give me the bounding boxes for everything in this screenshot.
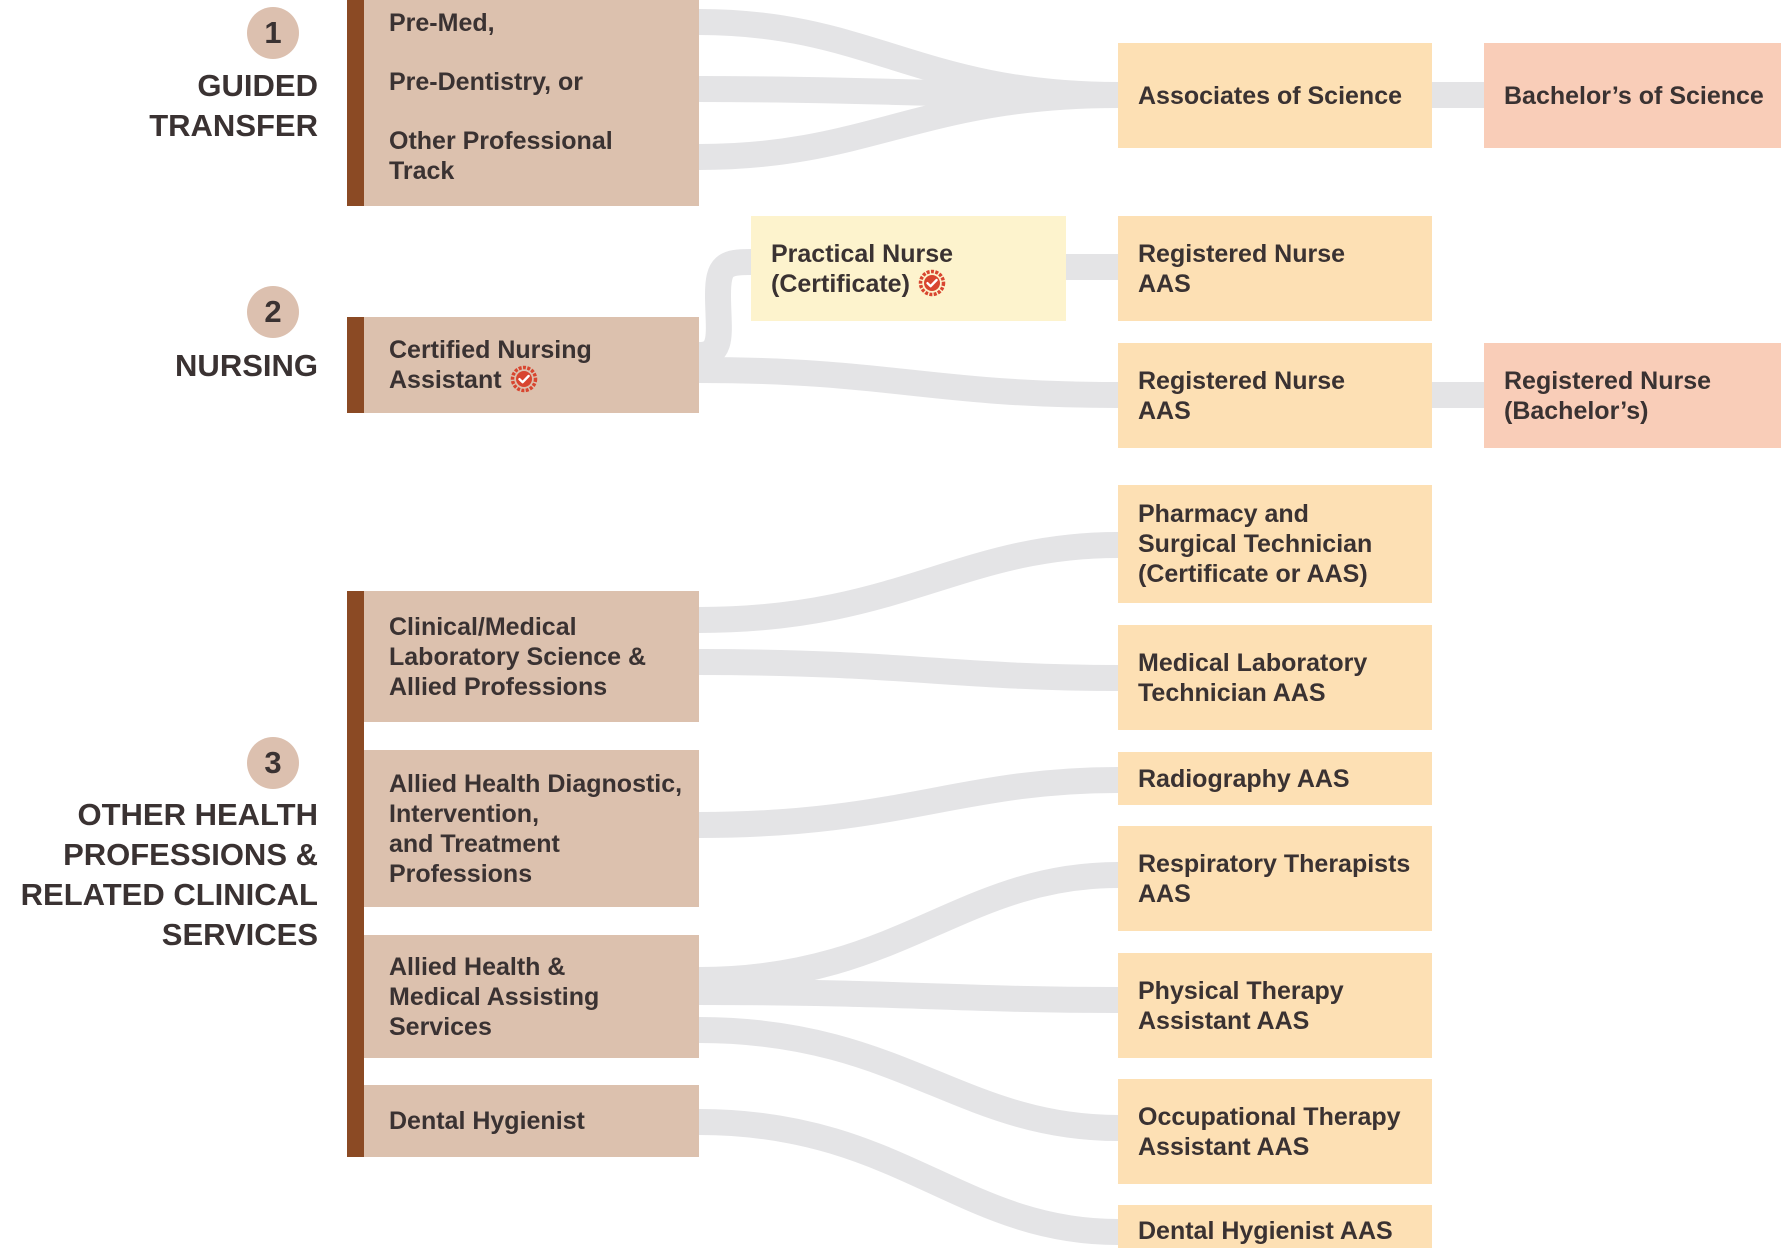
certificate-practical-nurse: Practical Nurse (Certificate) — [751, 216, 1066, 321]
source-dental-hygienist: Dental Hygienist — [364, 1085, 699, 1157]
degree-bachelors-of-science: Bachelor’s of Science — [1484, 43, 1781, 148]
section-2-accent-bar — [347, 317, 364, 413]
flow-lab-to-medlab — [698, 649, 1119, 691]
section-1-accent-bar — [347, 0, 364, 206]
degree-medical-laboratory-technician: Medical Laboratory Technician AAS — [1118, 625, 1432, 730]
degree-pharmacy-surgical-technician: Pharmacy and Surgical Technician (Certif… — [1118, 485, 1432, 603]
flow-lab-to-pharmacy — [698, 532, 1119, 633]
degree-registered-nurse-aas-2: Registered Nurse AAS — [1118, 343, 1432, 448]
degree-dental-hygienist: Dental Hygienist AAS — [1118, 1205, 1432, 1248]
flow-other-to-as — [698, 82, 1119, 170]
section-2-title: NURSING — [175, 348, 318, 383]
flow-assist-to-physical — [698, 979, 1119, 1013]
source-allied-health-diagnostic: Allied Health Diagnostic, Intervention, … — [364, 750, 699, 907]
section-2-number: 2 — [247, 286, 299, 338]
source-certified-nursing-assistant: Certified Nursing Assistant — [364, 317, 699, 413]
section-3-accent-bar — [347, 591, 364, 1157]
degree-associates-of-science: Associates of Science — [1118, 43, 1432, 148]
flow-dental-to-dentalaas — [698, 1109, 1119, 1245]
check-seal-icon — [918, 269, 946, 296]
source-allied-health-medical-assisting: Allied Health & Medical Assisting Servic… — [364, 935, 699, 1058]
degree-occupational-therapy-assistant: Occupational Therapy Assistant AAS — [1118, 1079, 1432, 1184]
flow-diag-to-radiography — [698, 767, 1119, 838]
source-guided-transfer-tracks: Pre-Med, Pre-Dentistry, or Other Profess… — [364, 0, 699, 206]
check-seal-icon — [510, 365, 537, 393]
flow-cna-to-rn — [698, 357, 1119, 408]
degree-radiography: Radiography AAS — [1118, 752, 1432, 805]
degree-respiratory-therapists: Respiratory Therapists AAS — [1118, 826, 1432, 931]
degree-physical-therapy-assistant: Physical Therapy Assistant AAS — [1118, 953, 1432, 1058]
flow-assist-to-respiratory — [698, 862, 1119, 993]
degree-registered-nurse-aas-1: Registered Nurse AAS — [1118, 216, 1432, 321]
flow-cna-to-pn — [697, 249, 752, 368]
source-clinical-lab-science: Clinical/Medical Laboratory Science & Al… — [364, 591, 699, 722]
degree-registered-nurse-bachelors: Registered Nurse (Bachelor’s) — [1484, 343, 1781, 448]
section-1-title: GUIDED TRANSFER — [149, 68, 318, 143]
section-3-title: OTHER HEALTH PROFESSIONS & RELATED CLINI… — [20, 797, 318, 952]
section-3-number: 3 — [247, 737, 299, 789]
section-1-number: 1 — [247, 7, 299, 59]
flow-assist-to-occupational — [698, 1017, 1119, 1141]
